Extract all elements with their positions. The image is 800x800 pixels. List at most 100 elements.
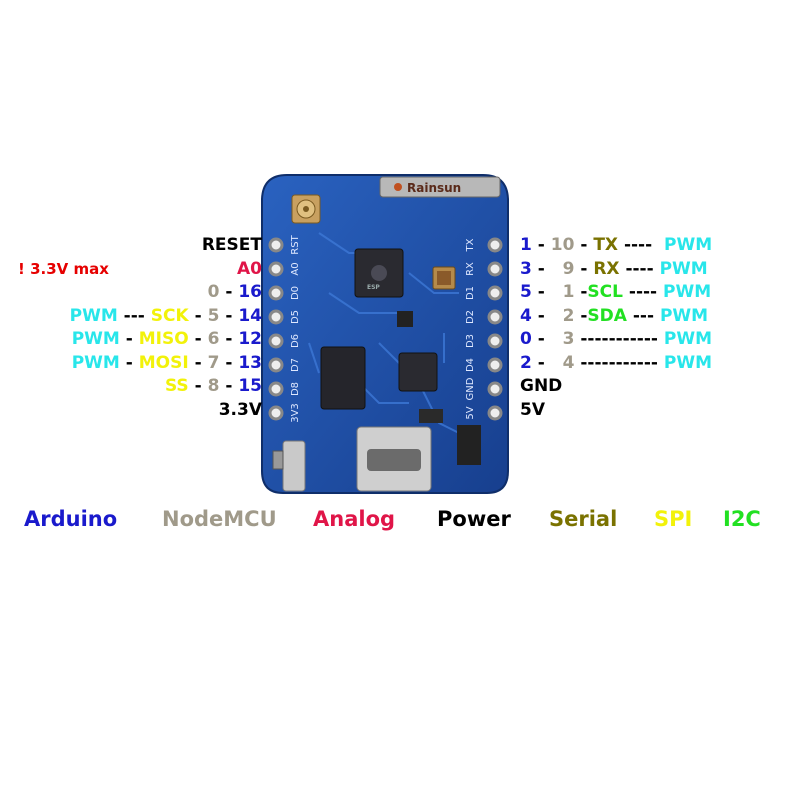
pin-label-segment: - [188, 329, 208, 349]
silkscreen-label: D0 [290, 286, 301, 300]
pin-label-segment: 8 [207, 376, 220, 396]
pin-label-segment: 16 [238, 282, 262, 302]
pin-label-segment: GND [520, 376, 563, 396]
pin-label-segment: 3 [562, 329, 575, 349]
silkscreen-label: D7 [290, 358, 301, 372]
crystal-oscillator [432, 266, 456, 290]
pin-label-segment: SDA [587, 305, 627, 326]
pin-label-segment: PWM [664, 235, 713, 255]
pin-label-segment: MISO [138, 329, 189, 349]
pin-label-segment: PWM [663, 329, 713, 349]
pin-label-segment: 1 [562, 282, 575, 302]
right-pin-header [487, 237, 503, 421]
pin-label-segment: 14 [238, 305, 262, 326]
pin-label-segment: 3 [520, 258, 532, 279]
antenna-connector [291, 194, 321, 224]
silkscreen-label: D5 [290, 310, 301, 324]
right-pin-label-4: 0 - 3 ----------- PWM [520, 327, 712, 351]
right-pin-label-0: 1 - 10 - TX ---- PWM [520, 233, 712, 257]
legend-item-arduino: Arduino [24, 507, 118, 531]
pin-label-segment: 4 [562, 352, 575, 373]
svg-text:Rainsun: Rainsun [407, 181, 461, 195]
pin-label-segment: 0 [520, 329, 532, 349]
pin-label-segment: --- [117, 305, 151, 326]
micro-usb-port[interactable] [356, 426, 432, 492]
left-pin-label-2: 0 - 16 [208, 280, 262, 304]
pin-label-segment: - [219, 352, 239, 373]
pin-label-segment: 7 [207, 352, 220, 373]
pin-label-segment: TX [593, 235, 619, 255]
flash-memory-chip [320, 346, 366, 410]
silkscreen-label: RST [290, 234, 301, 254]
reset-button[interactable] [272, 440, 306, 492]
pin-label-segment: 4 [520, 305, 532, 326]
usb-serial-chip [398, 352, 438, 392]
pin-label-segment: - [119, 329, 139, 349]
pin-label-segment: ----------- [574, 329, 664, 349]
pin-label-segment: SS [164, 376, 189, 396]
pin-label-segment: 15 [238, 376, 262, 396]
right-pin-label-7: 5V [520, 398, 545, 422]
pin-label-segment: MOSI [138, 352, 189, 373]
left-pin-label-5: PWM - MOSI - 7 - 13 [72, 351, 262, 375]
legend-item-serial: Serial [549, 507, 618, 531]
pin-label-segment: ----------- [574, 352, 664, 373]
pin-label-segment: PWM [663, 352, 713, 373]
pin-label-segment: 0 [207, 282, 220, 302]
silkscreen-label: GND [465, 377, 476, 400]
left-pin-label-6: SS - 8 - 15 [165, 374, 262, 398]
pin-label-segment: 5 [520, 282, 532, 302]
right-pin-label-1: 3 - 9 - RX ---- PWM [520, 257, 708, 281]
silkscreen-label: 3V3 [290, 403, 301, 423]
silkscreen-label: D4 [465, 358, 476, 372]
pin-label-segment: - [574, 305, 588, 326]
pin-label-segment: - [188, 376, 208, 396]
pin-label-segment: - [574, 235, 594, 255]
silkscreen-label: A0 [290, 262, 301, 275]
pin-label-segment: - [574, 282, 588, 302]
legend-item-nodemcu: NodeMCU [162, 507, 277, 531]
silkscreen-label: 5V [465, 406, 476, 419]
left-pin-label-1: A0 [237, 257, 262, 281]
pin-label-segment: 1 [520, 235, 532, 255]
silkscreen-label: D2 [465, 310, 476, 324]
pin-label-segment: ---- [622, 282, 664, 302]
pin-label-segment: - [531, 305, 563, 326]
silkscreen-label: D6 [290, 334, 301, 348]
pin-label-segment: --- [626, 305, 660, 326]
pin-label-segment: RESET [201, 235, 262, 255]
pin-label-segment: 6 [207, 329, 220, 349]
esp8266-chip: ESP [354, 248, 404, 298]
silkscreen-label: D1 [465, 286, 476, 300]
pin-label-segment: PWM [659, 258, 708, 279]
pin-label-segment: PWM [71, 329, 120, 349]
pin-label-segment: ---- [619, 258, 660, 279]
pin-label-segment: - [531, 235, 551, 255]
pin-label-segment: - [188, 305, 208, 326]
left-pin-label-4: PWM - MISO - 6 - 12 [72, 327, 262, 351]
pin-label-segment: 13 [238, 352, 262, 373]
pin-label-segment: PWM [659, 305, 709, 326]
right-pin-label-3: 4 - 2 -SDA --- PWM [520, 304, 708, 328]
pin-label-segment: 2 [562, 305, 575, 326]
right-pin-label-6: GND [520, 374, 562, 398]
pin-label-segment: 12 [238, 329, 262, 349]
smd-component [419, 409, 443, 423]
silkscreen-label: RX [465, 262, 476, 276]
pin-label-segment: - [531, 329, 563, 349]
antenna-chip: Rainsun [379, 176, 501, 198]
silkscreen-label: D3 [465, 334, 476, 348]
pin-label-segment: - [531, 282, 563, 302]
right-pin-label-2: 5 - 1 -SCL ---- PWM [520, 280, 711, 304]
pin-label-segment: - [219, 329, 239, 349]
pin-label-segment: ---- [618, 235, 665, 255]
pin-label-segment: SCL [587, 282, 623, 302]
legend-item-analog: Analog [313, 507, 396, 531]
pin-label-segment: - [531, 352, 563, 373]
pin-label-segment: 2 [520, 352, 532, 373]
pin-label-segment: - [531, 258, 563, 279]
pcb-outline [261, 174, 509, 494]
left-pin-label-0: RESET [202, 233, 262, 257]
pin-label-segment: RX [593, 258, 620, 279]
